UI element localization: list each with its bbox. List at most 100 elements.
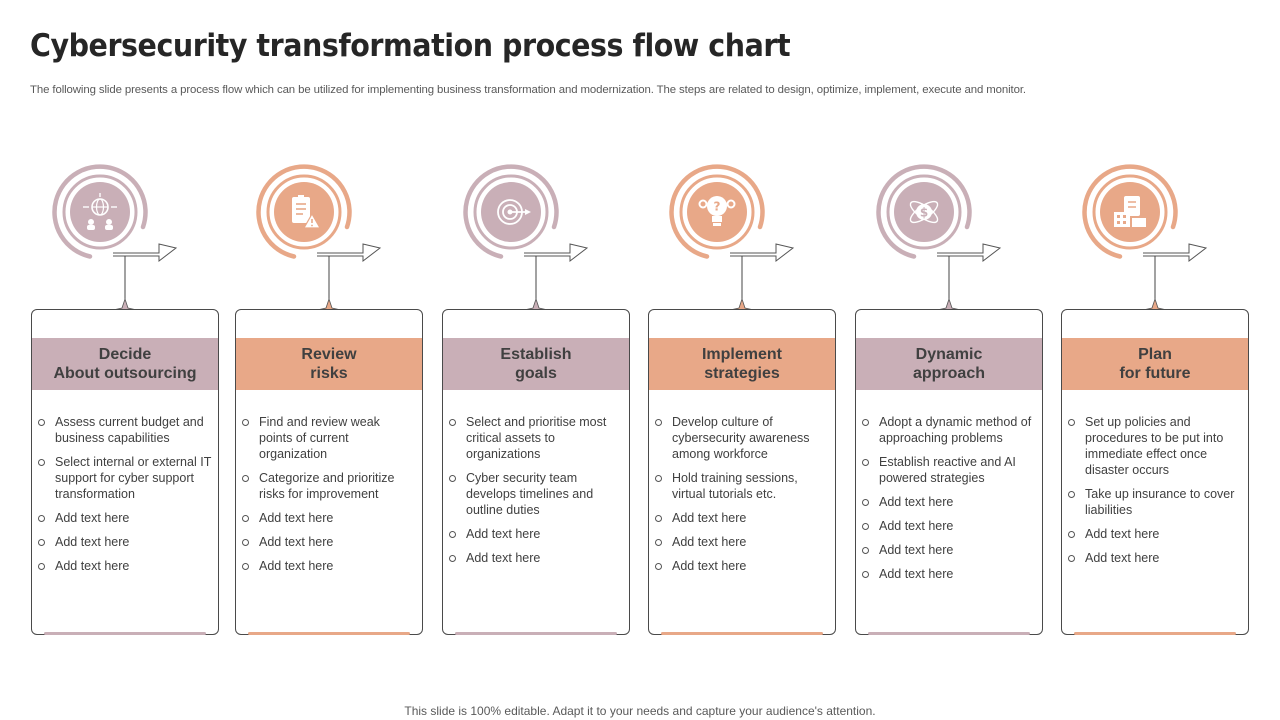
list-item: Add text here <box>1068 550 1242 566</box>
step-header: Review risks <box>236 338 422 390</box>
svg-text:?: ? <box>714 200 721 214</box>
outer-ring <box>669 164 765 259</box>
list-item: Cyber security team develops timelines a… <box>449 470 623 518</box>
inner-ring <box>266 174 342 250</box>
outer-ring <box>256 164 352 259</box>
list-item: Categorize and prioritize risks for impr… <box>242 470 416 502</box>
list-item: Add text here <box>1068 526 1242 542</box>
step-heading: Establish goals <box>500 346 572 382</box>
list-item: Take up insurance to cover liabilities <box>1068 486 1242 518</box>
bullet-list: Set up policies and procedures to be put… <box>1068 414 1242 574</box>
step-header: Plan for future <box>1062 338 1248 390</box>
arrow-right-icon <box>730 243 795 263</box>
globe-network-icon <box>83 193 117 230</box>
bullet-list: Find and review weak points of current o… <box>242 414 416 582</box>
svg-text:$: $ <box>920 206 928 220</box>
list-item: Add text here <box>242 534 416 550</box>
list-item: Assess current budget and business capab… <box>38 414 212 446</box>
step-emblem <box>1082 164 1208 323</box>
clipboard-building-icon <box>1114 196 1146 227</box>
list-item: Select internal or external IT support f… <box>38 454 212 502</box>
card-accent-bar <box>868 632 1030 635</box>
outer-ring <box>463 164 559 259</box>
list-item: Adopt a dynamic method of approaching pr… <box>862 414 1036 446</box>
bullet-list: Select and prioritise most critical asse… <box>449 414 623 574</box>
card-accent-bar <box>1074 632 1236 635</box>
list-item: Add text here <box>38 534 212 550</box>
step-header: Dynamic approach <box>856 338 1042 390</box>
arrow-right-icon <box>317 243 382 263</box>
list-item: Add text here <box>862 542 1036 558</box>
page-title: Cybersecurity transformation process flo… <box>30 28 791 64</box>
bullet-list: Develop culture of cybersecurity awarene… <box>655 414 829 582</box>
target-icon <box>497 199 531 225</box>
icon-disc <box>70 182 130 242</box>
inner-ring <box>62 174 138 250</box>
inner-ring <box>886 174 962 250</box>
list-item: Add text here <box>655 534 829 550</box>
step-heading: Review risks <box>301 346 357 382</box>
list-item: Set up policies and procedures to be put… <box>1068 414 1242 478</box>
list-item: Add text here <box>862 566 1036 582</box>
list-item: Add text here <box>655 510 829 526</box>
inner-ring <box>473 174 549 250</box>
list-item: Add text here <box>449 550 623 566</box>
outer-ring <box>876 164 972 259</box>
step-heading: Plan for future <box>1119 346 1191 382</box>
arrow-right-icon <box>113 243 178 263</box>
list-item: Add text here <box>242 558 416 574</box>
arrow-right-icon <box>524 243 589 263</box>
list-item: Establish reactive and AI powered strate… <box>862 454 1036 486</box>
card-accent-bar <box>661 632 823 635</box>
step-header: Decide About outsourcing <box>32 338 218 390</box>
arrow-right-icon <box>1143 243 1208 263</box>
step-heading: Dynamic approach <box>912 346 985 382</box>
outer-ring <box>52 164 148 259</box>
list-item: Select and prioritise most critical asse… <box>449 414 623 462</box>
list-item: Find and review weak points of current o… <box>242 414 416 462</box>
card-accent-bar <box>455 632 617 635</box>
dollar-atom-icon: $ <box>909 200 939 224</box>
step-header: Establish goals <box>443 338 629 390</box>
arrow-right-icon <box>937 243 1002 263</box>
step-emblem <box>256 164 382 323</box>
list-item: Add text here <box>862 518 1036 534</box>
step-heading: Implement strategies <box>701 346 782 382</box>
outer-ring <box>1082 164 1178 259</box>
checklist-warning-icon <box>292 195 322 229</box>
footer-note: This slide is 100% editable. Adapt it to… <box>404 704 876 718</box>
inner-ring <box>1092 174 1168 250</box>
list-item: Add text here <box>38 510 212 526</box>
step-emblem: $ <box>876 164 1002 323</box>
card-accent-bar <box>44 632 206 635</box>
list-item: Add text here <box>862 494 1036 510</box>
step-emblem: ? <box>669 164 795 323</box>
bullet-list: Assess current budget and business capab… <box>38 414 212 582</box>
bullet-list: Adopt a dynamic method of approaching pr… <box>862 414 1036 590</box>
list-item: Add text here <box>242 510 416 526</box>
list-item: Develop culture of cybersecurity awarene… <box>655 414 829 462</box>
step-emblem <box>463 164 589 323</box>
card-accent-bar <box>248 632 410 635</box>
list-item: Add text here <box>38 558 212 574</box>
page-subtitle: The following slide presents a process f… <box>30 84 1026 96</box>
list-item: Add text here <box>449 526 623 542</box>
list-item: Hold training sessions, virtual tutorial… <box>655 470 829 502</box>
lightbulb-gears-icon: ? <box>698 196 736 226</box>
inner-ring <box>679 174 755 250</box>
step-emblem <box>52 164 178 323</box>
step-header: Implement strategies <box>649 338 835 390</box>
step-heading: Decide About outsourcing <box>53 346 197 382</box>
